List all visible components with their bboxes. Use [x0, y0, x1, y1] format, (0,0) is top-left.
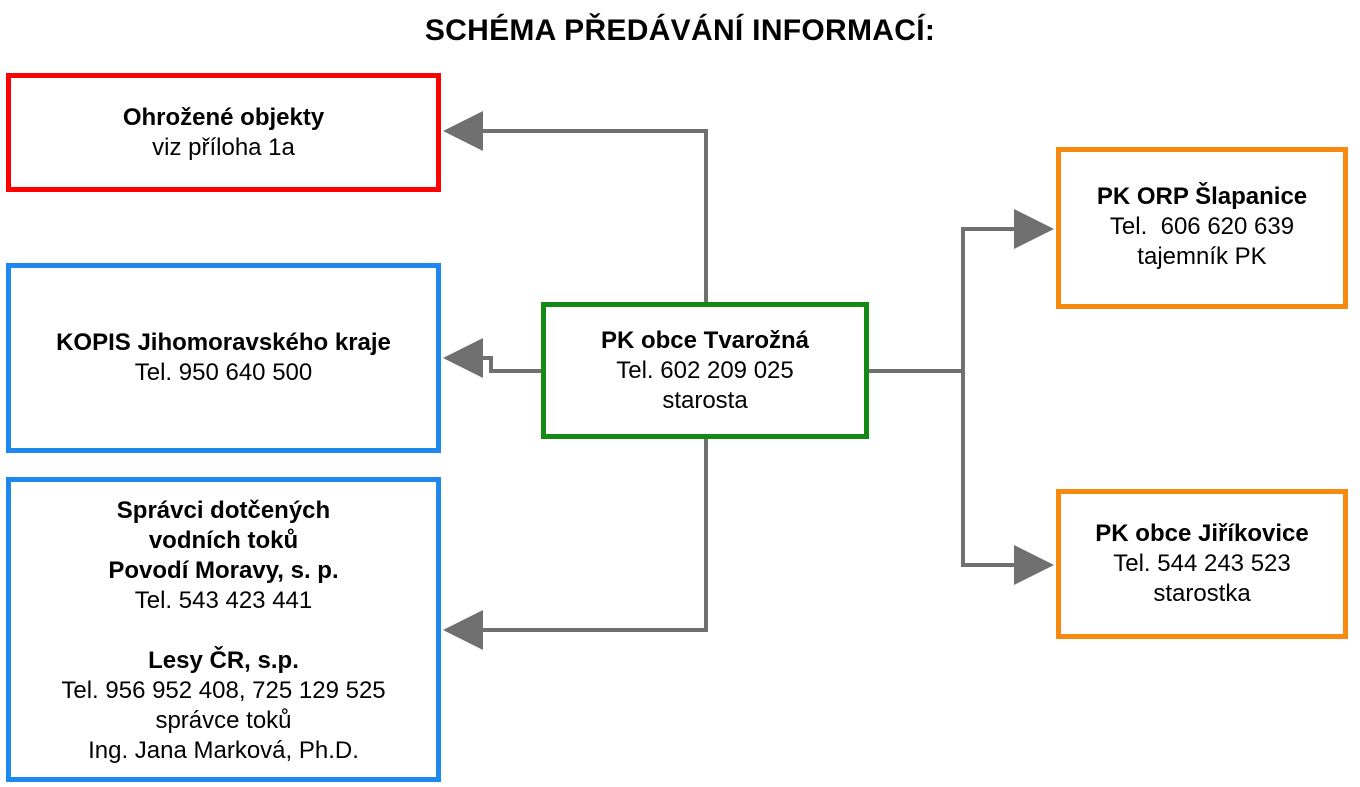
threatened-objects-box: Ohrožené objekty viz příloha 1a	[6, 73, 441, 192]
admins-org1-phone: Tel. 543 423 441	[134, 587, 313, 614]
admins-org2-phone: Tel. 956 952 408, 725 129 525	[61, 677, 386, 704]
jirikovice-role: starostka	[1153, 580, 1251, 607]
connector-to-kopis	[443, 338, 541, 378]
admins-org1-name: Povodí Moravy, s. p.	[108, 557, 339, 584]
center-authority-box: PK obce Tvarožná Tel. 602 209 025 staros…	[541, 302, 869, 439]
admins-org2-person: Ing. Jana Marková, Ph.D.	[88, 737, 359, 764]
center-phone: Tel. 602 209 025	[616, 356, 794, 384]
connector-to-admins	[443, 439, 708, 650]
orp-phone: Tel. 606 620 639	[1109, 213, 1295, 240]
kopis-phone: Tel. 950 640 500	[134, 359, 313, 386]
kopis-box: KOPIS Jihomoravského kraje Tel. 950 640 …	[6, 263, 441, 453]
kopis-name: KOPIS Jihomoravského kraje	[56, 329, 391, 356]
admins-org2-role: správce toků	[155, 707, 292, 734]
diagram-title: SCHÉMA PŘEDÁVÁNÍ INFORMACÍ:	[424, 14, 936, 47]
jirikovice-name: PK obce Jiříkovice	[1095, 520, 1309, 547]
threatened-objects-name: Ohrožené objekty	[122, 103, 325, 131]
center-role: starosta	[662, 386, 748, 414]
admins-name-line1: Správci dotčených	[116, 497, 331, 524]
connector-to-jirikovice	[961, 371, 1054, 585]
admins-org2-name: Lesy ČR, s.p.	[148, 647, 299, 674]
admins-name-line2: vodních toků	[148, 527, 299, 554]
connector-to-threatened	[443, 111, 708, 302]
orp-role: tajemník PK	[1137, 243, 1267, 270]
jirikovice-box: PK obce Jiříkovice Tel. 544 243 523 star…	[1056, 489, 1348, 639]
watercourse-admins-box: Správci dotčených vodních toků Povodí Mo…	[6, 477, 441, 782]
jirikovice-phone: Tel. 544 243 523	[1113, 550, 1291, 577]
connector-to-orp	[961, 209, 1054, 371]
orp-name: PK ORP Šlapanice	[1096, 183, 1308, 210]
center-name: PK obce Tvarožná	[600, 326, 810, 354]
threatened-objects-note: viz příloha 1a	[152, 133, 295, 161]
orp-slapanice-box: PK ORP Šlapanice Tel. 606 620 639 tajemn…	[1056, 147, 1348, 309]
